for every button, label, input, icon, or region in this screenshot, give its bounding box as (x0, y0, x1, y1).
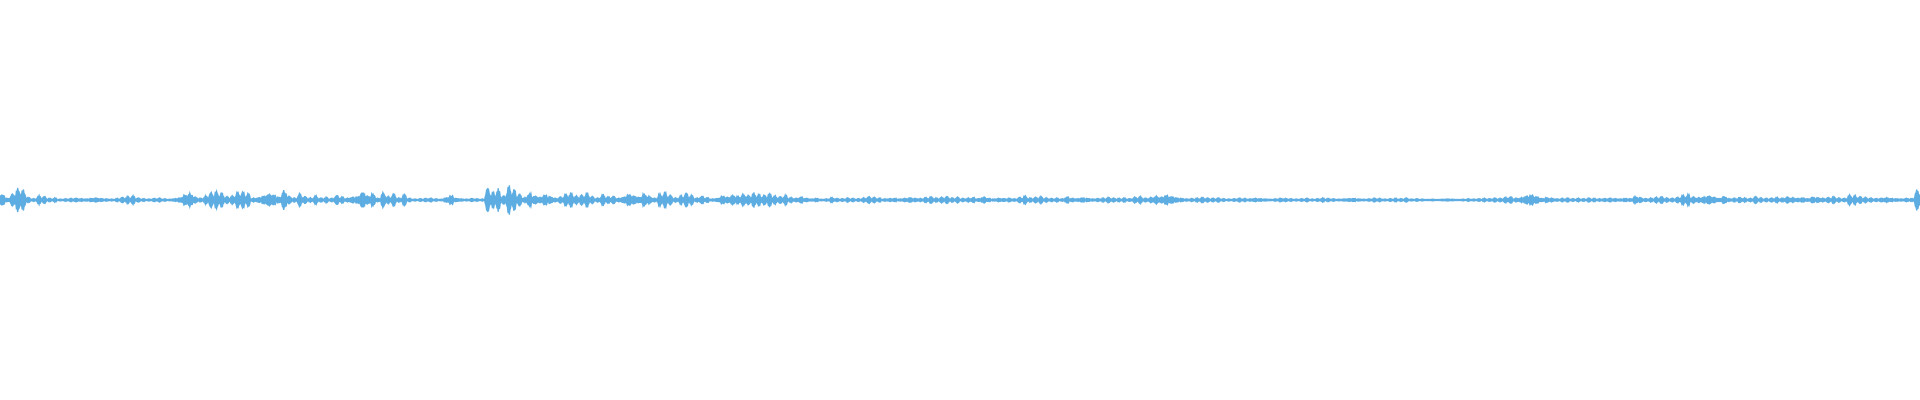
waveform-shape (0, 185, 1920, 215)
